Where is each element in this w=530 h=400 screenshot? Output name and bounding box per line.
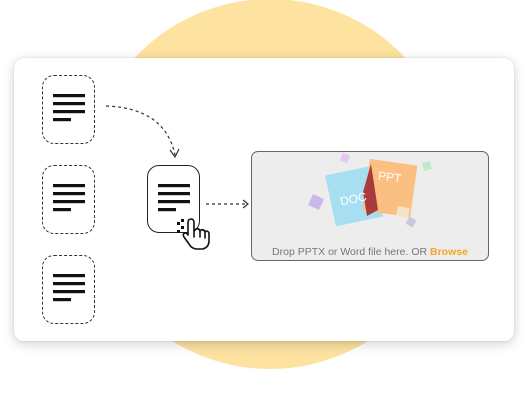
text-lines-icon bbox=[158, 184, 190, 212]
text-lines-icon bbox=[53, 184, 85, 212]
hand-pointer-icon bbox=[177, 218, 210, 250]
file-drop-zone[interactable]: DOC PPT Drop PPTX or Word file here. OR … bbox=[251, 151, 489, 261]
browse-link[interactable]: Browse bbox=[430, 246, 468, 258]
file-types-illustration bbox=[308, 152, 432, 228]
text-lines-icon bbox=[53, 94, 85, 122]
source-document-3 bbox=[42, 255, 95, 324]
source-document-2 bbox=[42, 165, 95, 234]
text-lines-icon bbox=[53, 274, 85, 302]
drop-instructions: Drop PPTX or Word file here. OR Browse bbox=[252, 246, 488, 258]
drop-prompt: Drop PPTX or Word file here. OR bbox=[272, 246, 430, 258]
source-document-1 bbox=[42, 75, 95, 144]
